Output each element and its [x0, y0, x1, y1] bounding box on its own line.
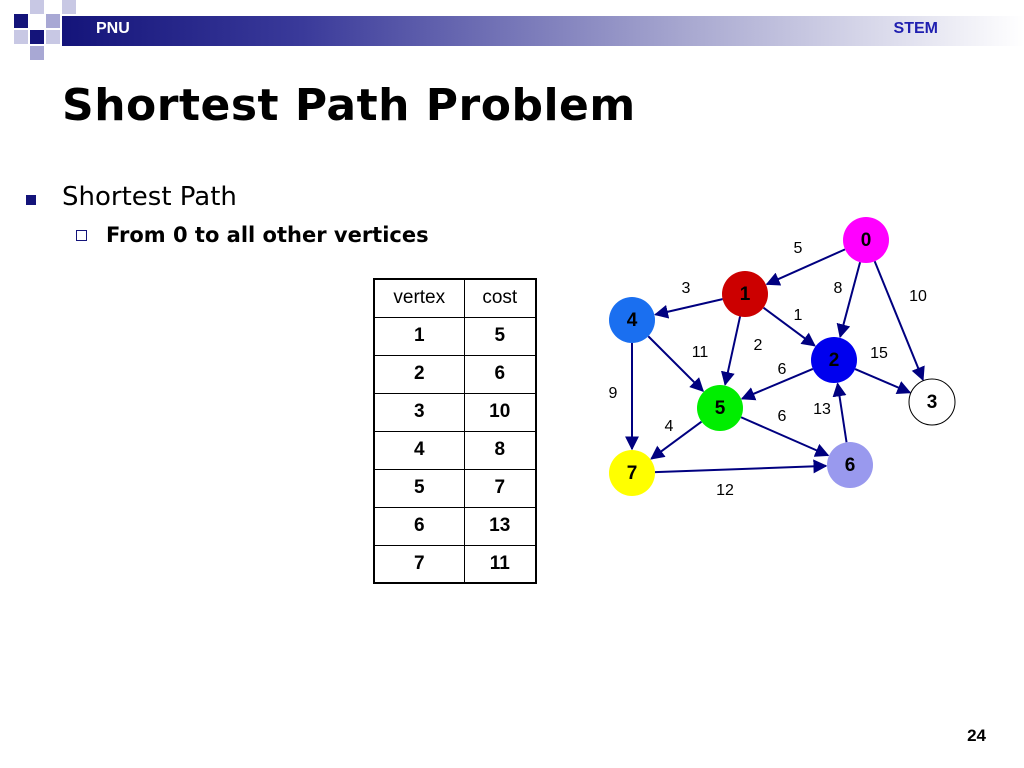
edge-1-5 — [721, 316, 742, 386]
header-right-label: STEM — [893, 20, 938, 37]
deco-square — [62, 0, 76, 14]
vertex-7 — [609, 450, 655, 496]
deco-square — [30, 0, 44, 14]
vertex-0 — [843, 217, 889, 263]
deco-square — [14, 14, 28, 28]
edge-weight-label: 8 — [834, 280, 843, 297]
cost-cell: 8 — [463, 430, 537, 470]
edge-2-5 — [740, 368, 814, 401]
edge-5-6 — [740, 416, 830, 457]
vertex-6 — [827, 442, 873, 488]
edge-weight-label: 1 — [794, 307, 803, 324]
edge-weight-label: 13 — [813, 401, 831, 418]
edge-weight-label: 6 — [778, 361, 787, 378]
edge-weight-label: 5 — [794, 240, 803, 257]
edge-7-6 — [654, 459, 828, 474]
edge-weight-label: 9 — [609, 385, 618, 402]
vertex-label-2: 2 — [829, 350, 840, 371]
edge-weight-label: 11 — [692, 344, 709, 361]
cost-cell: 5 — [463, 316, 537, 356]
column-header-cost: cost — [463, 278, 537, 318]
vertex-label-7: 7 — [627, 463, 638, 484]
vertex-label-6: 6 — [845, 455, 856, 476]
deco-square — [46, 14, 60, 28]
edge-1-4 — [654, 298, 723, 319]
edge-0-3 — [873, 260, 925, 382]
edge-weight-label: 4 — [665, 418, 674, 435]
page-number: 24 — [967, 726, 986, 745]
vertex-cell: 4 — [373, 430, 465, 470]
cost-cell: 13 — [463, 506, 537, 546]
edge-weight-label: 3 — [682, 280, 691, 297]
slide-title: Shortest Path Problem — [62, 80, 636, 131]
edge-6-2 — [832, 382, 848, 443]
bullet-hollow-square-icon — [76, 230, 87, 241]
bullet-square-icon — [26, 195, 36, 205]
vertex-3 — [908, 378, 956, 426]
cost-cell: 11 — [463, 544, 537, 584]
vertex-label-4: 4 — [627, 310, 638, 331]
vertex-label-0: 0 — [861, 230, 872, 251]
header-bar — [62, 16, 1024, 46]
vertex-1 — [722, 271, 768, 317]
vertex-5 — [697, 385, 743, 431]
edge-weight-label: 10 — [909, 288, 927, 305]
deco-square — [46, 30, 60, 44]
edge-weight-label: 15 — [870, 345, 888, 362]
deco-square — [30, 30, 44, 44]
column-header-vertex: vertex — [373, 278, 465, 318]
deco-square — [30, 46, 44, 60]
cost-cell: 10 — [463, 392, 537, 432]
header-left-label: PNU — [96, 20, 130, 37]
bullet-level1-text: Shortest Path — [62, 182, 237, 212]
edge-weight-label: 2 — [754, 337, 763, 354]
edge-5-7 — [650, 420, 703, 460]
edge-1-2 — [762, 306, 816, 347]
edge-4-5 — [647, 335, 705, 393]
edge-0-1 — [765, 248, 846, 286]
vertex-4 — [609, 297, 655, 343]
vertex-label-3: 3 — [927, 392, 938, 413]
vertex-label-1: 1 — [740, 284, 751, 305]
edges-layer — [625, 248, 925, 474]
table-header-row: vertex cost — [373, 278, 537, 318]
cost-cell: 7 — [463, 468, 537, 508]
edge-0-2 — [836, 261, 862, 339]
vertex-cell: 6 — [373, 506, 465, 546]
edge-weight-label: 12 — [716, 482, 734, 499]
vertex-label-5: 5 — [715, 398, 726, 419]
deco-square — [14, 30, 28, 44]
bullet-level2-text: From 0 to all other vertices — [106, 223, 429, 247]
cost-cell: 6 — [463, 354, 537, 394]
vertex-cell: 1 — [373, 316, 465, 356]
vertex-cell: 5 — [373, 468, 465, 508]
vertex-2 — [811, 337, 857, 383]
edge-2-3 — [854, 368, 912, 395]
edge-weight-label: 6 — [778, 408, 787, 425]
